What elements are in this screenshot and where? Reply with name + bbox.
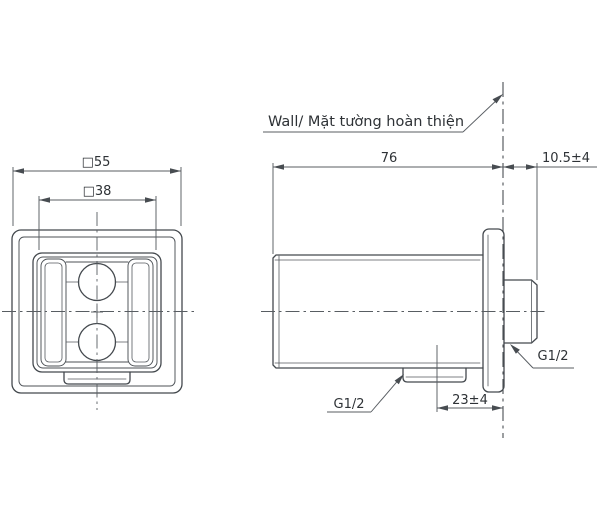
- dim-text-body-length: 76: [381, 151, 398, 166]
- arrowhead: [394, 374, 404, 385]
- side-outlet-tab: [402, 367, 467, 383]
- arrowhead: [145, 197, 156, 203]
- front-right-clip: [127, 258, 154, 367]
- arrowhead: [503, 164, 514, 170]
- arrowhead: [492, 164, 503, 170]
- front-view: [2, 212, 196, 410]
- wall-label-group: Wall/ Mặt tường hoàn thiện: [263, 94, 503, 133]
- dim-text-wall-protrusion: 10.5±4: [542, 151, 590, 166]
- wall-label: Wall/ Mặt tường hoàn thiện: [268, 114, 464, 130]
- arrowhead: [39, 197, 50, 203]
- wall-leader-line: [462, 96, 501, 133]
- outlet-thread-label: G1/2: [334, 397, 365, 412]
- arrowhead: [492, 405, 503, 411]
- leader-line: [370, 376, 402, 413]
- arrowhead: [273, 164, 284, 170]
- inlet-thread-label-group: G1/2: [510, 344, 574, 369]
- front-left-clip: [40, 258, 67, 367]
- arrowhead: [510, 344, 520, 354]
- dim-text-front-inner: □38: [83, 184, 112, 199]
- arrowhead: [170, 168, 181, 174]
- arrowhead: [437, 405, 448, 411]
- dim-text-front-outer: □55: [82, 155, 111, 170]
- front-dimensions: □55 □38: [12, 155, 182, 250]
- arrowhead: [13, 168, 24, 174]
- inlet-thread-label: G1/2: [538, 349, 569, 364]
- side-view: [261, 82, 546, 438]
- front-left-clip-contour: [44, 262, 63, 363]
- arrowhead: [526, 164, 537, 170]
- arrowhead: [492, 94, 503, 104]
- side-flange: [482, 228, 505, 393]
- dim-text-outlet-offset: 23±4: [452, 393, 488, 408]
- side-dimensions: 76 10.5±4 23±4: [272, 151, 597, 412]
- front-right-clip-contour: [131, 262, 150, 363]
- outlet-thread-label-group: G1/2: [327, 374, 404, 413]
